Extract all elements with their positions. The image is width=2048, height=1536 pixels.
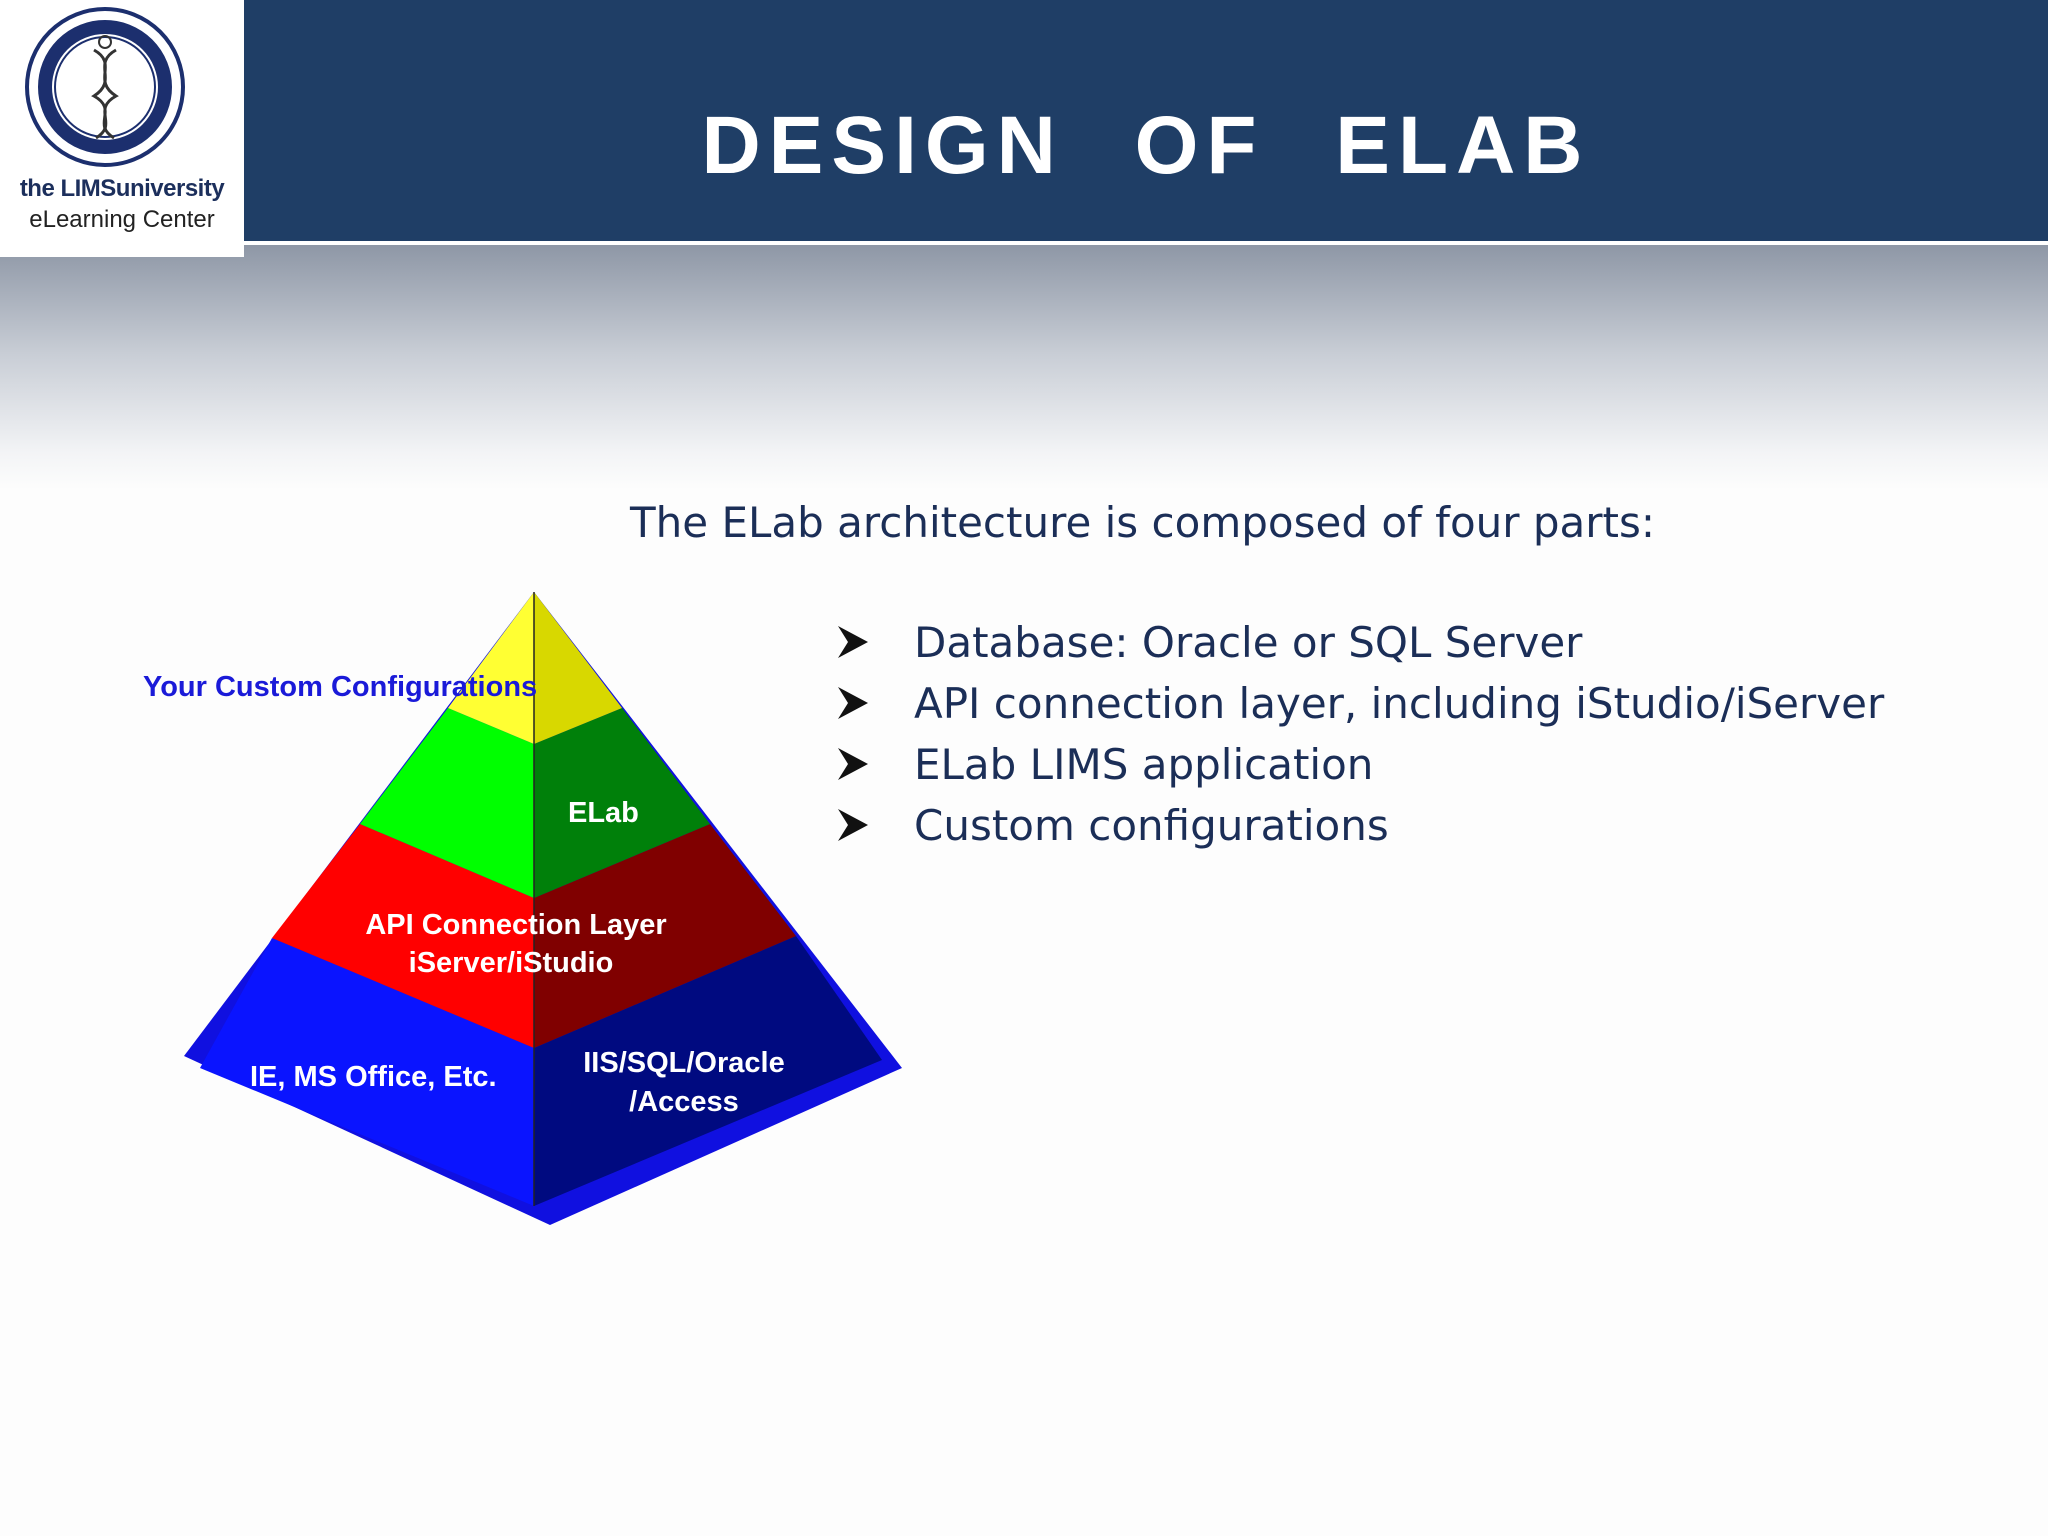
label-base-right-line1: IIS/SQL/Oracle (583, 1047, 784, 1079)
label-api-line1: API Connection Layer (365, 909, 666, 941)
tier-top-left (448, 592, 534, 744)
label-base-left: IE, MS Office, Etc. (250, 1061, 497, 1093)
slide-title: DESIGN OF ELAB (701, 100, 1591, 191)
tier-base-right (534, 936, 882, 1206)
arrowhead-icon (838, 809, 868, 841)
logo-name: the LIMSuniversity (19, 175, 225, 202)
label-custom-configurations: Your Custom Configurations (143, 671, 537, 703)
bullet-text: Database: Oracle or SQL Server (914, 618, 1583, 667)
tier-elab-left (360, 708, 534, 898)
tier-base-left (200, 938, 534, 1206)
header-rule (244, 241, 2048, 245)
tier-elab-right (534, 708, 710, 898)
bullet-text: ELab LIMS application (914, 740, 1374, 789)
label-base-right-line2: /Access (629, 1086, 739, 1118)
bullet-text: API connection layer, including iStudio/… (914, 679, 1885, 728)
header-band (244, 0, 2048, 241)
gradient-band (0, 245, 2048, 490)
logo-subtitle: eLearning Center (29, 206, 215, 233)
arrowhead-icon (838, 626, 868, 658)
tier-api-left (272, 824, 534, 1048)
arrowhead-icon (838, 687, 868, 719)
logo: the LIMSuniversity eLearning Center (0, 0, 244, 257)
label-elab: ELab (568, 797, 639, 829)
label-api-line2: iServer/iStudio (409, 947, 614, 979)
tier-api-right (534, 824, 796, 1048)
bullet-text: Custom configurations (914, 801, 1389, 850)
arrowhead-icon (838, 748, 868, 780)
intro-text: The ELab architecture is composed of fou… (630, 498, 1656, 547)
tier-top-right (534, 592, 622, 744)
seal-icon (25, 7, 185, 167)
